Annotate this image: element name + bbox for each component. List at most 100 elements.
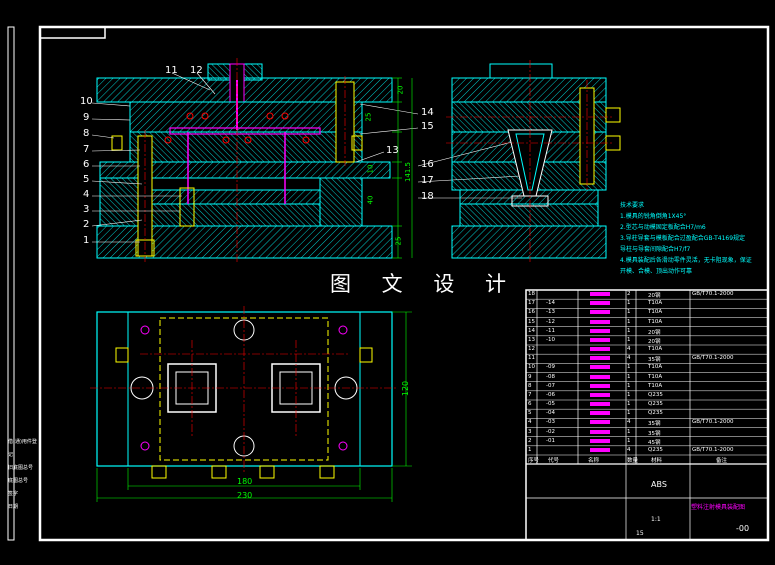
bom-header-name: 名称 bbox=[588, 458, 600, 464]
bom-cell-std: GB/T70.1-2000 bbox=[692, 446, 734, 453]
plan-view bbox=[90, 306, 398, 479]
callout-1: 1 bbox=[83, 235, 90, 246]
callout-6: 6 bbox=[83, 159, 90, 170]
bom-cell-code: -04 bbox=[546, 410, 555, 417]
callout-3: 3 bbox=[83, 204, 90, 215]
bom-cell-no: 17 bbox=[528, 300, 535, 307]
bom-cell-no: 12 bbox=[528, 346, 535, 352]
bom-cell-qty: 1 bbox=[627, 364, 631, 371]
dim-plan-width-outer: 230 bbox=[237, 491, 253, 500]
bom-name-bar bbox=[590, 392, 610, 397]
bom-cell-mat: T10A bbox=[648, 309, 663, 316]
dim-plan-width-inner: 180 bbox=[237, 477, 253, 486]
bom-cell-code: -09 bbox=[546, 364, 555, 371]
bom-cell-mat: T10A bbox=[648, 346, 663, 352]
callout-2: 2 bbox=[83, 219, 90, 230]
bom-cell-no: 11 bbox=[528, 355, 535, 362]
watermark-text: 图 文 设 计 bbox=[330, 272, 519, 296]
title-sheet-count: 15 bbox=[636, 530, 644, 537]
bom-name-bar bbox=[590, 420, 610, 425]
dim-side-h4: 40 bbox=[366, 195, 375, 205]
title-material: ABS bbox=[651, 480, 667, 489]
bom-cell-no: 14 bbox=[528, 327, 535, 334]
callout-15: 15 bbox=[421, 121, 434, 132]
bom-name-bar bbox=[590, 347, 610, 351]
dim-side-h2: 25 bbox=[364, 112, 373, 122]
bom-cell-mat: T10A bbox=[648, 364, 663, 371]
margin-labels: 借(通)用件登记 旧底图总号 底图总号 签字 日期 bbox=[8, 436, 40, 514]
bom-cell-mat: 35钢 bbox=[648, 357, 661, 364]
bom-cell-code: -01 bbox=[546, 437, 555, 444]
margin-label-3: 底图总号 bbox=[8, 478, 29, 484]
bom-cell-qty: 1 bbox=[627, 327, 631, 334]
title-scale: 1:1 bbox=[651, 516, 661, 523]
bom-cell-no: 5 bbox=[528, 410, 532, 417]
notes-line-2: 2.型芯与动模固定板配合H7/m6 bbox=[620, 224, 706, 231]
bom-name-bar bbox=[590, 429, 610, 434]
side-section-view bbox=[446, 60, 621, 262]
bom-cell-std: GB/T70.1-2000 bbox=[692, 419, 734, 426]
bom-name-bar bbox=[590, 301, 610, 306]
callout-8: 8 bbox=[83, 128, 90, 139]
bom-cell-mat: 35钢 bbox=[648, 421, 661, 428]
bom-header-qty: 数量 bbox=[627, 458, 639, 464]
callout-4: 4 bbox=[83, 189, 90, 200]
bom-name-bar bbox=[590, 383, 610, 388]
bom-cell-mat: T10A bbox=[648, 318, 663, 325]
bom-cell-code: -10 bbox=[546, 336, 555, 343]
bom-cell-qty: 4 bbox=[627, 346, 631, 352]
bom-cell-mat: 20钢 bbox=[648, 329, 661, 336]
bom-cell-code: -13 bbox=[546, 309, 555, 316]
callout-14: 14 bbox=[421, 107, 434, 118]
notes-line-4: 导柱与导套间隙配合H7/f7 bbox=[620, 246, 691, 253]
bom-cell-no: 8 bbox=[528, 382, 532, 389]
title-drawing-name: 塑料注射模具装配图 bbox=[691, 504, 746, 511]
bom-cell-code: -14 bbox=[546, 300, 555, 307]
bom-cell-qty: 1 bbox=[627, 391, 631, 398]
bom-cell-qty: 1 bbox=[627, 373, 631, 380]
bom-row: 12 4 T10A bbox=[526, 345, 768, 354]
bom-cell-mat: T10A bbox=[648, 373, 663, 380]
bom-cell-mat: Q235 bbox=[648, 410, 663, 417]
bom-cell-no: 1 bbox=[528, 446, 532, 453]
callout-5: 5 bbox=[83, 174, 90, 185]
dim-side-h3: 10 bbox=[366, 164, 375, 174]
margin-label-5: 日期 bbox=[8, 504, 19, 510]
bom-cell-qty: 1 bbox=[627, 428, 631, 435]
bom-name-bar bbox=[590, 310, 610, 315]
bom-cell-no: 2 bbox=[528, 437, 532, 444]
callout-11: 11 bbox=[165, 65, 178, 76]
bom-cell-no: 18 bbox=[528, 291, 535, 297]
callout-17: 17 bbox=[421, 175, 434, 186]
bom-row-lines bbox=[526, 298, 768, 456]
dim-side-h5: 25 bbox=[394, 236, 403, 246]
bom-cell-code: -11 bbox=[546, 327, 555, 334]
bom-name-bar bbox=[590, 402, 610, 406]
bom-header-no: 序号 bbox=[528, 458, 540, 464]
technical-notes: 技术要求 1.模具的锐角倒角1X45° 2.型芯与动模固定板配合H7/m6 3.… bbox=[620, 200, 766, 277]
notes-line-5: 4.模具装配后各滑动零件灵活，无卡阻现象，保证 bbox=[620, 257, 752, 264]
bom-name-bar bbox=[590, 292, 610, 296]
bom-cell-qty: 1 bbox=[627, 309, 631, 316]
bom-cell-no: 15 bbox=[528, 318, 535, 325]
bom-cell-mat: Q235 bbox=[648, 401, 663, 407]
bom-cell-no: 4 bbox=[528, 419, 532, 426]
bom-cell-no: 9 bbox=[528, 373, 532, 380]
bom-cell-mat: T10A bbox=[648, 382, 663, 389]
bom-cell-code: -06 bbox=[546, 391, 555, 398]
bom-cell-qty: 1 bbox=[627, 437, 631, 444]
bom-header-code: 代号 bbox=[548, 458, 560, 464]
bom-cell-mat: 45钢 bbox=[648, 439, 661, 446]
bom-cell-mat: 35钢 bbox=[648, 430, 661, 437]
callout-7: 7 bbox=[83, 144, 90, 155]
bom-cell-qty: 1 bbox=[627, 401, 631, 407]
bom-name-bar bbox=[590, 319, 610, 324]
bom-row: 14 -11 1 20钢 bbox=[526, 327, 768, 336]
bom-name-bar bbox=[590, 337, 610, 342]
